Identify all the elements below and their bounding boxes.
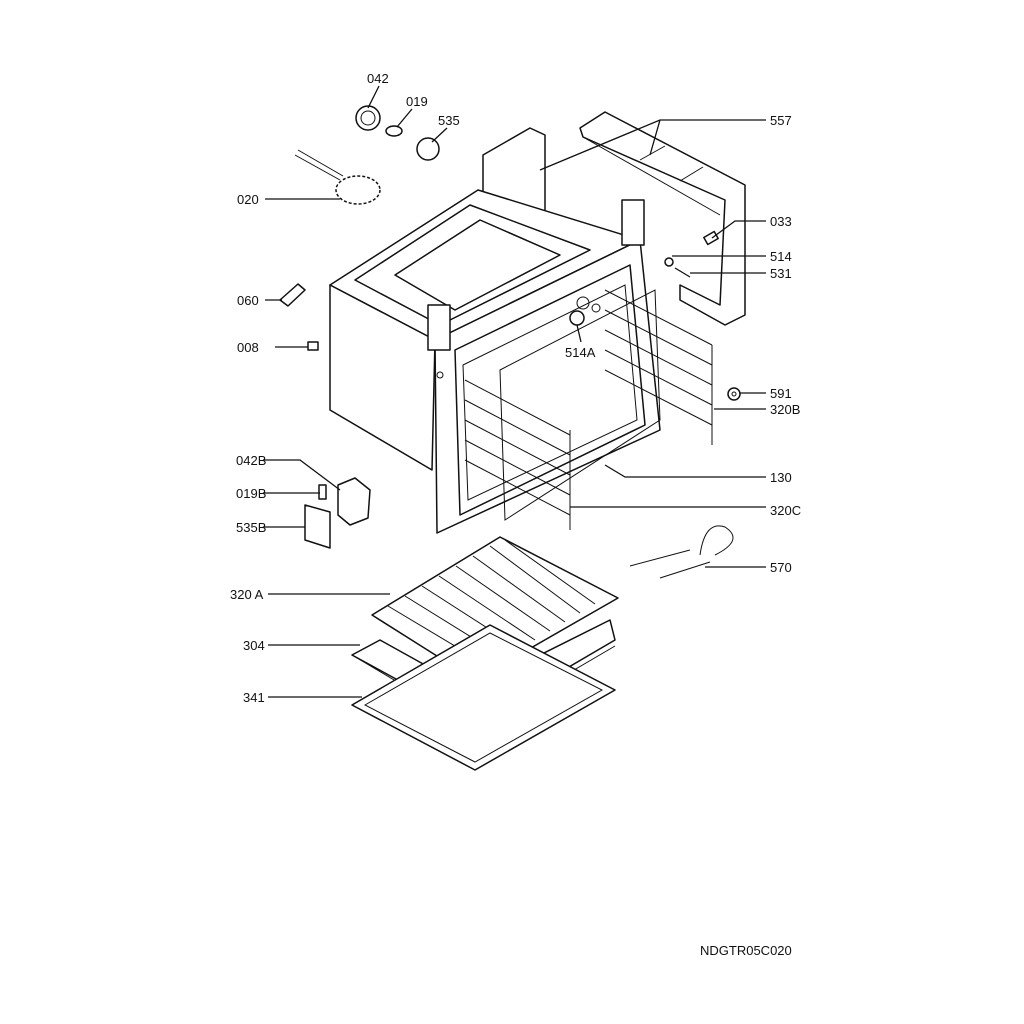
label-304: 304 [243,638,265,653]
label-535: 535 [438,113,460,128]
label-320C: 320C [770,503,801,518]
part-060 [279,283,306,307]
label-019: 019 [406,94,428,109]
label-591: 591 [770,386,792,401]
label-020: 020 [237,192,259,207]
label-042B: 042B [236,453,266,468]
label-514: 514 [770,249,792,264]
diagram-reference-code: NDGTR05C020 [700,943,792,958]
label-341: 341 [243,690,265,705]
part-042-lamp-holder [355,105,381,131]
leader-lines [263,85,766,698]
part-320C-side-racks [464,379,571,530]
part-020-fan-element [294,149,381,205]
part-570-meat-probe [629,525,734,579]
part-130-heating-element [499,289,661,521]
part-019-bulb [385,125,403,137]
label-320B: 320B [770,402,800,417]
label-019B: 019B [236,486,266,501]
part-531 [674,267,691,278]
label-535B: 535B [236,520,266,535]
label-570: 570 [770,560,792,575]
part-341-door-seal [351,624,616,771]
part-514 [664,257,674,267]
part-535B-lamp-cover [304,504,331,549]
label-320A: 320 A [230,587,264,602]
part-033 [703,230,719,246]
part-oven-cavity [329,189,661,534]
label-130: 130 [770,470,792,485]
label-042: 042 [367,71,389,86]
label-531: 531 [770,266,792,281]
part-008 [307,341,319,351]
part-535-lamp-cover [416,137,440,161]
label-514A: 514A [565,345,596,360]
label-008: 008 [237,340,259,355]
label-557: 557 [770,113,792,128]
part-042B-lamp-holder [337,477,371,526]
label-033: 033 [770,214,792,229]
label-060: 060 [237,293,259,308]
part-019B-bulb [318,484,327,500]
part-591 [727,387,741,401]
